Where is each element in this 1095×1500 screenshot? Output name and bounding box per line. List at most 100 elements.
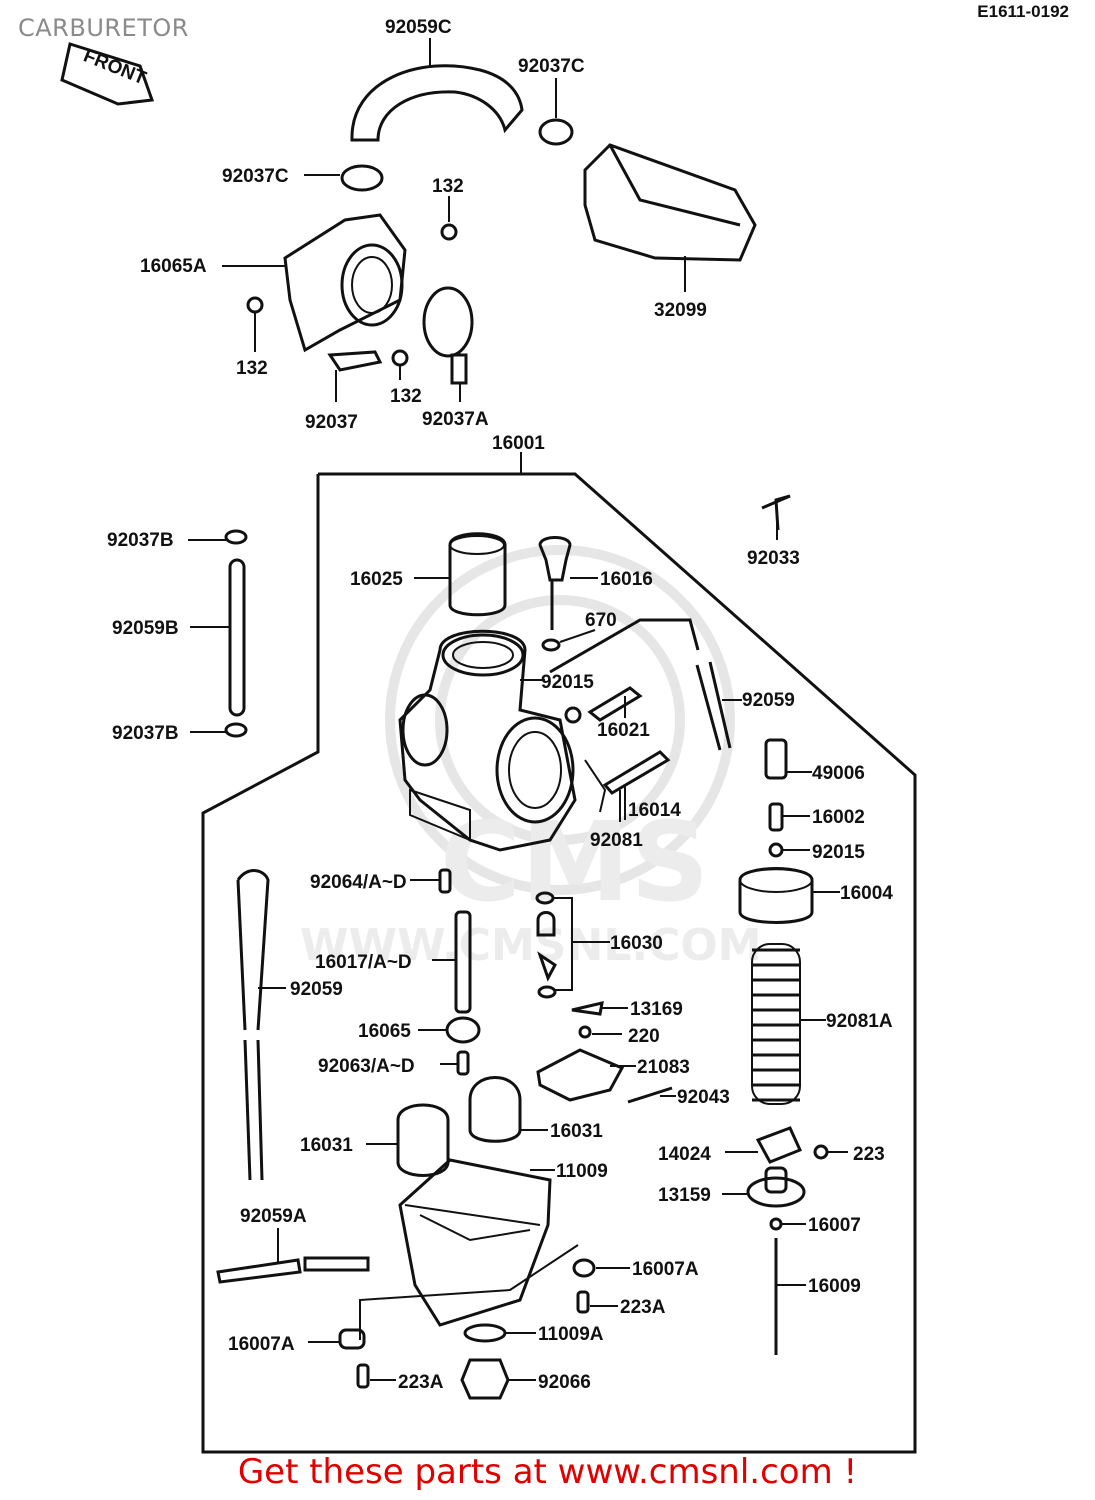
throttle-stop-screw-16014 (602, 750, 671, 795)
adjuster-16002 (768, 802, 784, 832)
drawing-code: E1611-0192 (977, 2, 1069, 21)
cover-13159 (746, 1176, 806, 1208)
throttle-valve-16025 (448, 532, 507, 617)
needle-clip-kit-16030 (535, 891, 610, 999)
label-21083: 21083 (637, 1057, 690, 1078)
label-13169: 13169 (630, 999, 683, 1020)
label-92059a: 92059A (240, 1206, 307, 1227)
front-tag-label: FRONT (80, 45, 149, 89)
label-92037c-left: 92037C (222, 166, 289, 187)
label-92063: 92063/A~D (318, 1056, 415, 1077)
footer-parts-link[interactable]: Get these parts at www.cmsnl.com ! (237, 1452, 858, 1492)
screw-223a-right (576, 1290, 590, 1314)
label-92081: 92081 (590, 830, 643, 851)
carburetor-body (398, 629, 577, 852)
vent-hose-top (549, 618, 700, 674)
drain-hose-92059-left (236, 869, 270, 1031)
cap-49006 (764, 738, 788, 780)
washer-92015-right (768, 842, 784, 858)
plate-13169 (571, 1001, 604, 1016)
plug-16007a-left (338, 1328, 366, 1350)
label-92037: 92037 (305, 412, 358, 433)
float-16031-left (396, 1103, 450, 1177)
jet-holder-16065 (445, 1016, 481, 1044)
float-bowl-11009 (398, 1158, 552, 1327)
label-92037a: 92037A (422, 409, 489, 430)
label-16009: 16009 (808, 1276, 861, 1297)
label-220: 220 (628, 1026, 660, 1047)
screw-220 (578, 1025, 592, 1039)
bolt-132-left (246, 296, 264, 314)
label-92081a: 92081A (826, 1011, 893, 1032)
main-jet-92063 (456, 1050, 470, 1076)
watermark-url: WWW.CMSNL.COM (300, 920, 762, 971)
label-16014: 16014 (628, 800, 681, 821)
label-16007a-right: 16007A (632, 1259, 699, 1280)
part-labels: 92059C 92037C 92037C 132 16065A 32099 13… (107, 17, 893, 1393)
bracket-21083 (536, 1048, 625, 1102)
label-92043: 92043 (677, 1087, 730, 1108)
spring-92081a (751, 943, 801, 1105)
label-132-top: 132 (432, 176, 464, 197)
pilot-screw-16021 (587, 686, 643, 722)
label-132-left: 132 (236, 358, 268, 379)
cms-watermark: CMS WWW.CMSNL.COM (300, 545, 762, 971)
needle-jet-holder-16016 (538, 536, 572, 630)
manifold-port (340, 243, 404, 327)
gasket-11009a (463, 1323, 507, 1343)
label-92037b-bottom: 92037B (112, 723, 179, 744)
label-16002: 16002 (812, 807, 865, 828)
label-16031-right: 16031 (550, 1121, 603, 1142)
plug-16007a-right (572, 1258, 596, 1278)
label-13159: 13159 (658, 1185, 711, 1206)
label-16031-left: 16031 (300, 1135, 353, 1156)
fitting-14024 (755, 1126, 803, 1164)
label-11009a: 11009A (538, 1324, 604, 1345)
clip-92037b-bottom (224, 722, 248, 738)
label-16021: 16021 (597, 720, 650, 741)
screw-223a-bottom (356, 1363, 370, 1389)
page-title: CARBURETOR (18, 14, 189, 42)
drain-plug-92066 (460, 1358, 510, 1400)
clip-92037b-top (224, 529, 248, 545)
screw-223 (813, 1144, 829, 1160)
front-arrow-tag: FRONT (60, 42, 155, 106)
label-92066: 92066 (538, 1372, 591, 1393)
label-92059c: 92059C (385, 17, 452, 38)
clamp-92037c-top (538, 118, 574, 146)
label-16001: 16001 (492, 433, 545, 454)
label-92059b: 92059B (112, 618, 179, 639)
label-92059-right: 92059 (742, 690, 795, 711)
clamp-92037c-left (340, 164, 384, 192)
label-16030: 16030 (610, 933, 663, 954)
hose-92059a-right (303, 1256, 370, 1272)
label-92064: 92064/A~D (310, 872, 407, 893)
label-92059-left: 92059 (290, 979, 343, 1000)
label-16007a-left: 16007A (228, 1334, 295, 1355)
label-92037b-top: 92037B (107, 530, 174, 551)
intake-hose-92059c (350, 64, 524, 142)
label-16016: 16016 (600, 569, 653, 590)
label-92037c-top: 92037C (518, 56, 585, 77)
label-223a-bottom: 223A (398, 1372, 444, 1393)
label-670: 670 (585, 610, 617, 631)
washer-92015-mid (564, 706, 582, 724)
label-16065: 16065 (358, 1021, 411, 1042)
assembly-boundary (201, 472, 917, 1454)
label-132-bottom: 132 (390, 386, 422, 407)
label-14024: 14024 (658, 1144, 711, 1165)
needle-jet-16017 (454, 910, 472, 1014)
watermark-brand: CMS (440, 798, 709, 926)
label-16065a: 16065A (140, 256, 207, 277)
label-49006: 49006 (812, 763, 865, 784)
clamp-ring-92037a (422, 286, 474, 358)
label-223: 223 (853, 1144, 885, 1165)
o-ring-670 (541, 638, 561, 652)
label-16004: 16004 (840, 883, 893, 904)
bracket-92037 (327, 350, 383, 372)
vent-hose-92059-right (695, 664, 722, 751)
label-16017: 16017/A~D (315, 952, 412, 973)
intake-manifold-16065a (283, 213, 407, 353)
spring-92081 (584, 759, 607, 813)
